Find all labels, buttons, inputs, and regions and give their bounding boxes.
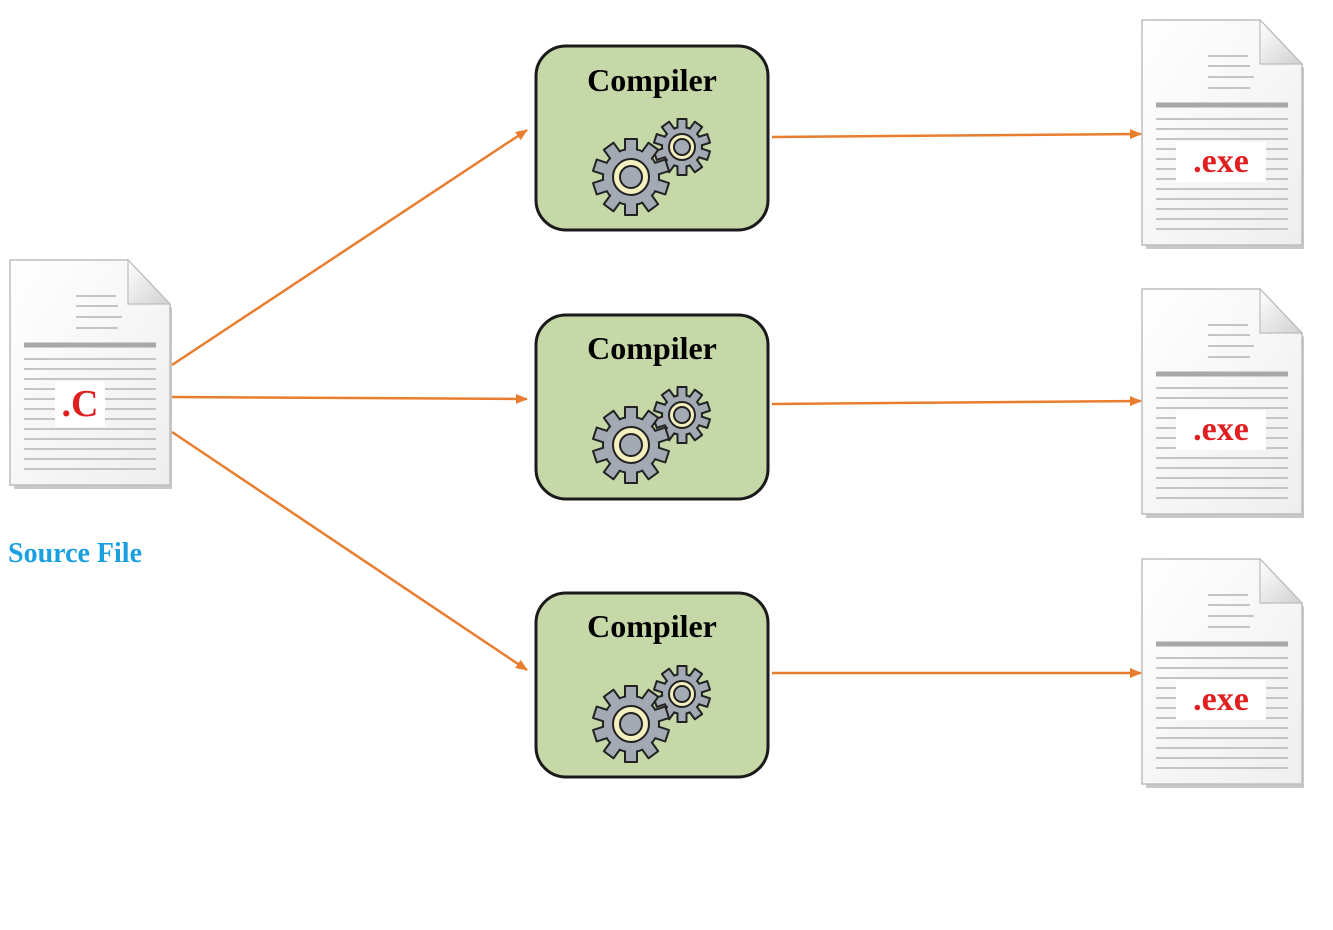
source-file-icon <box>10 260 172 489</box>
output-extension-label-1: .exe <box>1176 142 1266 182</box>
arrow-compiler-1-to-output <box>771 129 1142 140</box>
source-file-caption: Source File <box>8 538 143 569</box>
output-extension-label-2: .exe <box>1176 410 1266 450</box>
arrow-source-to-compiler-3 <box>171 430 528 672</box>
compiler-box-2 <box>534 313 770 501</box>
compiler-box-3 <box>534 591 770 779</box>
compiler-box-1 <box>534 44 770 232</box>
arrow-source-to-compiler-1 <box>171 128 528 367</box>
compiler-label-2: Compiler <box>587 330 717 366</box>
output-file-icon-3 <box>1142 559 1304 788</box>
arrow-compiler-2-to-output <box>771 396 1142 407</box>
source-extension-label: .C <box>55 382 105 427</box>
output-file-icon-2 <box>1142 289 1304 518</box>
output-file-icon-1 <box>1142 20 1304 249</box>
compiler-label-1: Compiler <box>587 62 717 98</box>
output-extension-label-3: .exe <box>1176 680 1266 720</box>
compiler-label-3: Compiler <box>587 608 717 644</box>
arrow-source-to-compiler-2 <box>171 393 528 404</box>
